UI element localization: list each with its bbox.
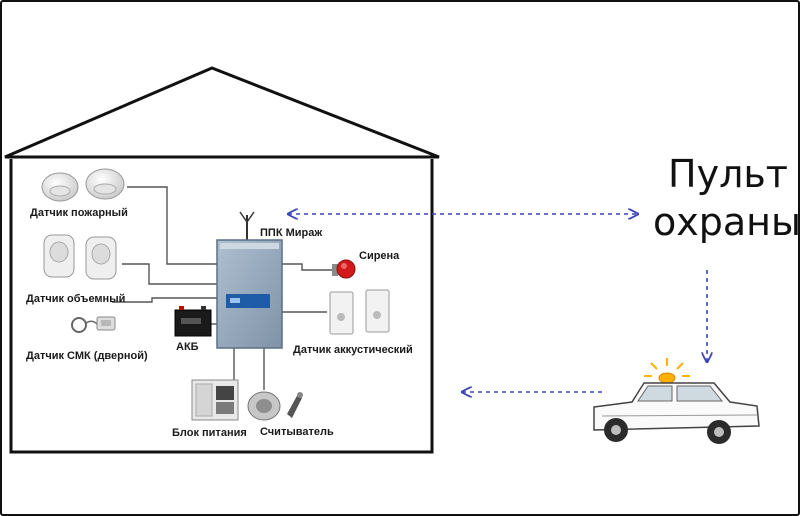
remote-title-line2: охраны bbox=[653, 200, 800, 244]
panel-label: ППК Мираж bbox=[260, 227, 323, 239]
remote-title-line1: Пульт bbox=[668, 152, 788, 196]
door-sensor-label: Датчик СМК (дверной) bbox=[26, 350, 148, 362]
battery-label: АКБ bbox=[176, 341, 199, 353]
door-sensor-icon bbox=[71, 316, 116, 333]
control-panel-icon bbox=[216, 211, 283, 349]
motion-detector-icon bbox=[43, 234, 117, 280]
siren-icon bbox=[332, 259, 356, 279]
reader-label: Считыватель bbox=[260, 426, 334, 438]
volume-sensor-label: Датчик объемный bbox=[26, 293, 126, 305]
house-outline bbox=[4, 66, 440, 454]
acoustic-sensor-label: Датчик аккустический bbox=[293, 344, 413, 356]
wiring bbox=[112, 186, 332, 390]
communication-arrows bbox=[288, 214, 707, 392]
reader-icon bbox=[247, 391, 303, 421]
security-car-icon bbox=[593, 358, 760, 444]
battery-icon bbox=[174, 306, 212, 337]
power-unit-label: Блок питания bbox=[172, 427, 247, 439]
power-unit-icon bbox=[191, 379, 239, 421]
acoustic-sensor-icon bbox=[329, 289, 390, 335]
fire-sensor-label: Датчик пожарный bbox=[30, 207, 128, 219]
siren-label: Сирена bbox=[359, 250, 400, 262]
fire-detector-icon bbox=[41, 168, 125, 202]
